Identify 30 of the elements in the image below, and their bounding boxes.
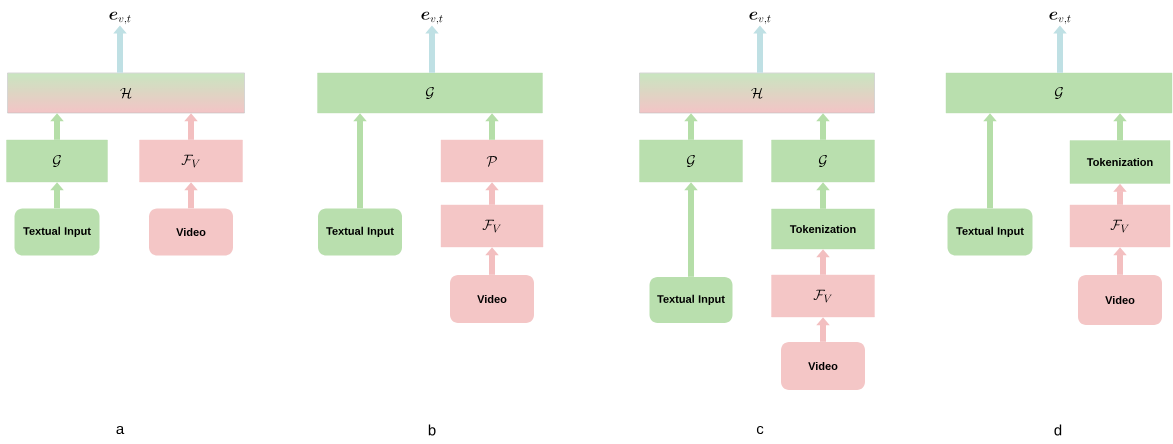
module-box: $\mathcal{G}$ (6, 139, 108, 183)
input-box: Video (1078, 275, 1162, 325)
input-box: Textual Input (318, 208, 402, 256)
output-symbol: $\boldsymbol{e}_{v,t}$ (421, 11, 443, 25)
fusion-box: $\mathcal{H}$ (639, 72, 875, 114)
input-box: Video (149, 208, 233, 256)
module-box: $\mathcal{G}$ (317, 72, 543, 114)
panel-label: b (428, 424, 436, 436)
module-box: Tokenization (1069, 140, 1171, 184)
input-box: Video (450, 275, 534, 323)
module-box: $\mathcal{F}_V$ (771, 274, 875, 318)
module-box: $\mathcal{G}$ (945, 72, 1173, 114)
module-box: $\mathcal{G}$ (771, 139, 875, 183)
input-box: Video (781, 342, 865, 390)
fusion-box: $\mathcal{H}$ (7, 72, 245, 114)
panel-label: d (1054, 424, 1062, 436)
input-box: Textual Input (947, 208, 1033, 256)
module-box: $\mathcal{F}_V$ (139, 139, 243, 183)
output-symbol: $\boldsymbol{e}_{v,t}$ (1049, 11, 1071, 25)
panel-label: a (116, 425, 125, 435)
module-box: $\mathcal{F}_V$ (1069, 204, 1171, 248)
output-symbol: $\boldsymbol{e}_{v,t}$ (109, 11, 131, 25)
module-box: Tokenization (771, 208, 875, 250)
output-symbol: $\boldsymbol{e}_{v,t}$ (749, 11, 771, 25)
module-box: $\mathcal{G}$ (639, 139, 743, 183)
module-box: $\mathcal{P}$ (440, 139, 544, 183)
module-box: $\mathcal{F}_V$ (440, 204, 544, 248)
input-box: Textual Input (14, 208, 100, 256)
panel-label: c (756, 425, 764, 435)
input-box: Textual Input (649, 277, 733, 323)
